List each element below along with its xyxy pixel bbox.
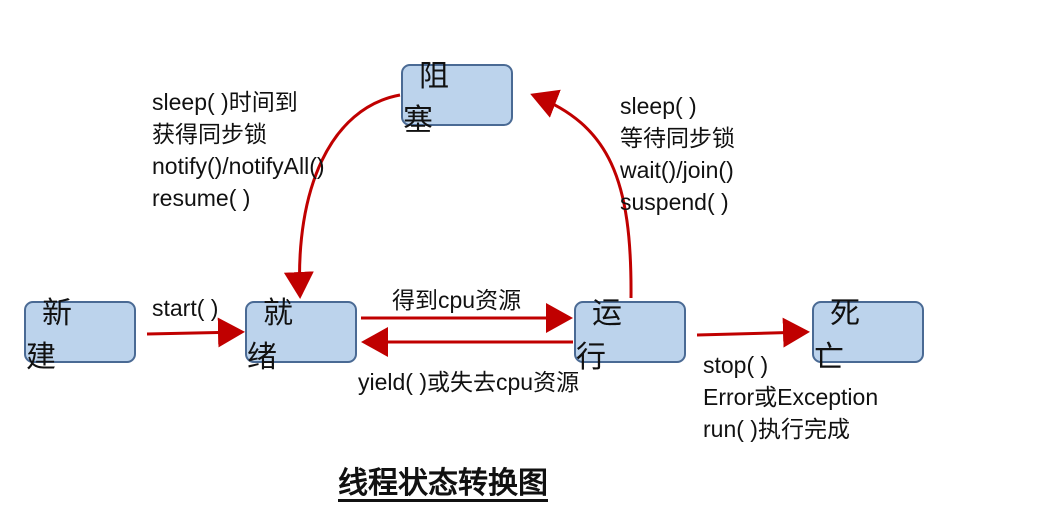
label-to-ready: sleep( )时间到 获得同步锁 notify()/notifyAll() r… [152,89,325,211]
state-blocked: 阻 塞 [401,59,513,138]
label-to-blocked: sleep( ) 等待同步锁 wait()/join() suspend( ) [620,93,735,215]
label-start: start( ) [152,295,219,321]
label-to-dead: stop( ) Error或Exception run( )执行完成 [703,352,879,442]
arrow-running-to-blocked [530,89,633,299]
state-running: 运 行 [574,296,686,375]
diagram-title: 线程状态转换图 [338,466,548,501]
state-ready: 就 绪 [245,296,357,375]
label-yield: yield( )或失去cpu资源 [358,369,580,395]
arrow-running-to-dead [696,317,810,348]
state-new: 新 建 [24,296,136,375]
arrow-new-to-ready [146,317,245,348]
label-get-cpu: 得到cpu资源 [392,287,522,313]
arrow-blocked-to-ready [283,93,401,299]
